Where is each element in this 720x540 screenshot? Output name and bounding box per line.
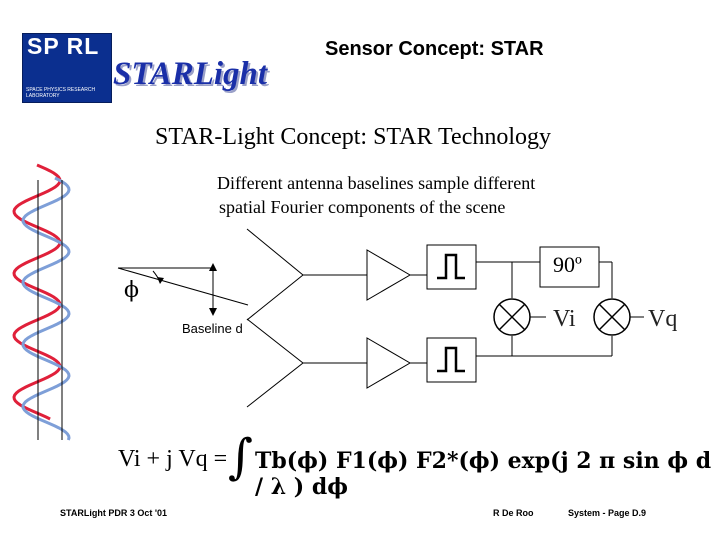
mixer-i-icon [493,298,531,336]
footer-page: System - Page D.9 [568,508,647,518]
filter-1-icon [426,244,477,290]
slide-subtitle: STAR-Light Concept: STAR Technology [155,124,552,150]
integral-symbol: ∫ [228,429,254,485]
logo-subtext: SPACE PHYSICS RESEARCH LABORATORY [26,87,96,99]
red-wave [12,163,62,421]
description-line-1: Different antenna baselines sample diffe… [217,173,536,193]
page-title: Sensor Concept: STAR [325,38,544,60]
phase-shift-label: 90º [553,252,582,277]
angle-arrow [157,277,164,284]
phase-shifter-box [539,246,600,288]
vq-label: Vq [648,306,678,332]
angle-symbol: ϕ [124,278,139,303]
baseline-arrow-down [209,308,217,316]
footer-author: R De Roo [493,508,534,518]
logo: SP RL SPACE PHYSICS RESEARCH LABORATORY [22,33,112,103]
equation-left: Vi + j Vq = [118,446,228,472]
incidence-line [117,267,249,306]
amplifier-1-icon [366,249,411,301]
brand-name: STARLight [113,56,268,92]
baseline-label: Baseline d [182,321,243,336]
logo-letters: SP RL [27,33,100,59]
description-line-2: spatial Fourier components of the scene [219,197,506,217]
mixer-q-icon [593,298,631,336]
blue-wave [21,176,71,441]
antenna-1-icon [246,228,304,321]
antenna-2-icon [246,318,304,408]
amplifier-2-icon [366,337,411,389]
footer-left: STARLight PDR 3 Oct '01 [60,508,167,518]
vi-label: Vi [553,306,576,332]
baseline-arrow-up [209,263,217,271]
equation-right: Tb(ϕ) F1(ϕ) F2*(ϕ) exp(j 2 π sin ϕ d / λ… [255,448,712,500]
filter-2-icon [426,337,477,383]
